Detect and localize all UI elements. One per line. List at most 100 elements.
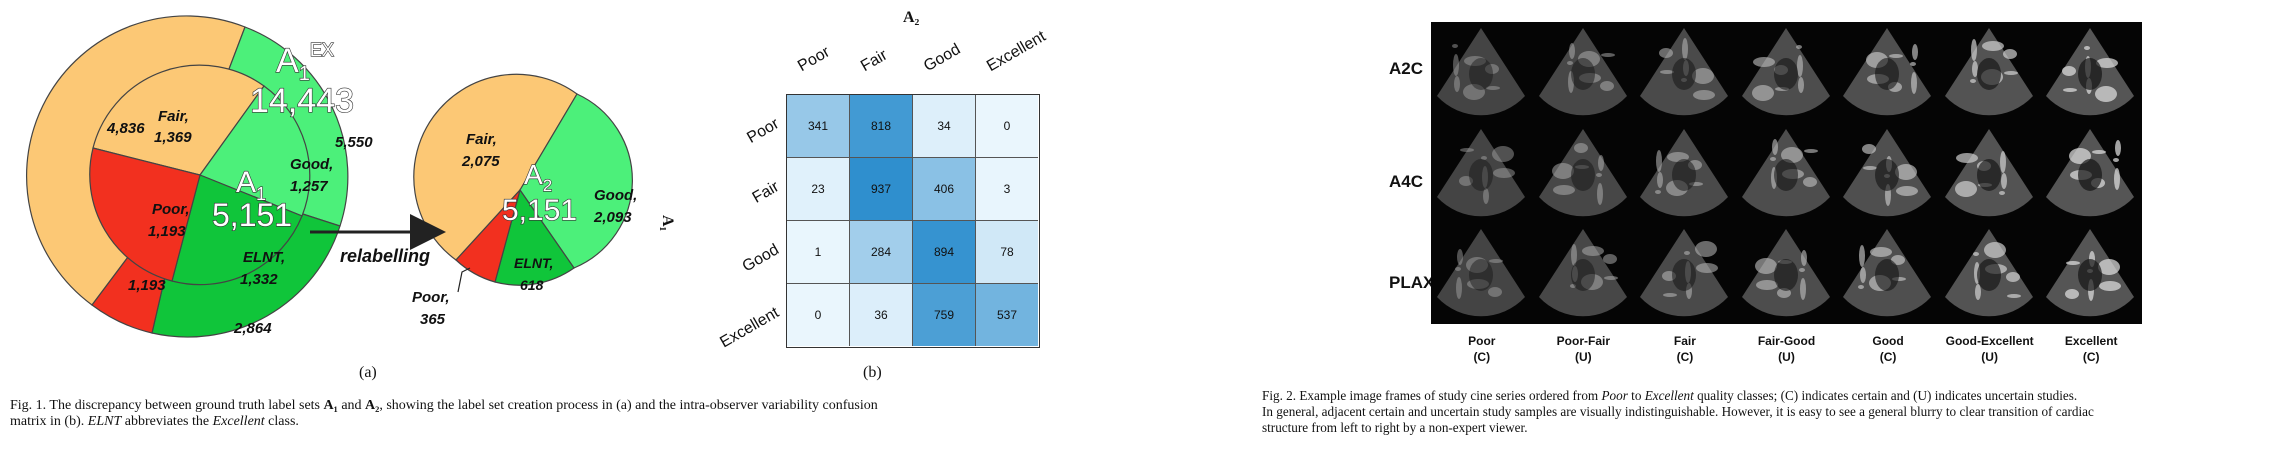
fig1a-diagram: A1EX 14,443 4,836 5,550 1,193 2,864 Fair… [26, 15, 637, 338]
inner-title: A1 [236, 166, 266, 204]
matrix-cell: 759 [913, 284, 976, 346]
echo-frame [1943, 127, 2036, 219]
fig2-column-label: Good (C) [1838, 333, 1938, 365]
fig2-column-name: Poor-Fair [1556, 334, 1611, 348]
echo-frame [1740, 227, 1833, 319]
right-elnt-label: ELNT, [514, 255, 553, 271]
inner-poor-label: Poor, [152, 201, 190, 218]
inner-circle [89, 64, 311, 286]
fig2-column-label: Poor-Fair (U) [1533, 333, 1633, 365]
matrix-cell: 341 [787, 95, 850, 158]
matrix-col-label: Poor [795, 43, 833, 76]
echo-frame [1537, 26, 1630, 118]
right-total: 5,151 [502, 194, 577, 227]
fig2-column-tag: (U) [1981, 350, 1998, 364]
right-fair-label: Fair, [466, 131, 497, 148]
right-elnt-count: 618 [520, 277, 544, 293]
echo-frame [1740, 26, 1833, 118]
matrix-cell: 937 [850, 158, 913, 221]
matrix-cell: 36 [850, 284, 913, 346]
right-poor-label: Poor, [412, 289, 450, 306]
fig2-column-name: Fair-Good [1757, 334, 1816, 348]
relabelling-label: relabelling [340, 246, 430, 266]
outer-bottom-count: 2,864 [233, 320, 272, 337]
inner-good-count: 1,257 [290, 178, 328, 195]
echo-frame [1537, 227, 1630, 319]
inner-poor-count: 1,193 [148, 223, 186, 240]
fig2-column-tag: (C) [1879, 350, 1897, 364]
right-good-sector [519, 93, 633, 269]
subcaption-a: (a) [359, 364, 377, 381]
fig2-column-label: Poor (C) [1432, 333, 1532, 365]
subcaption-b: (b) [863, 364, 882, 381]
echo-frame [1841, 127, 1934, 219]
fig2-column-name: Good [1872, 334, 1904, 348]
fig2-column-label: Excellent (C) [2041, 333, 2141, 365]
fig2-column-tag: (C) [2082, 350, 2100, 364]
fig2-column-tag: (C) [1473, 350, 1491, 364]
fig2-column-name: Good-Excellent [1945, 334, 2034, 348]
right-title: A2 [524, 159, 552, 195]
right-poor-sector [455, 189, 521, 283]
right-circle [413, 73, 633, 286]
inner-fair-count: 1,369 [154, 129, 192, 146]
matrix-cell: 3 [976, 158, 1038, 221]
outer-right-count: 5,550 [335, 134, 373, 151]
fig2-column-label: Fair-Good (U) [1737, 333, 1837, 365]
outer-bottom-left-count: 1,193 [128, 277, 166, 294]
right-good-label: Good, [594, 187, 637, 204]
echo-frame [1841, 26, 1934, 118]
echo-frame [1435, 227, 1528, 319]
fig2-column-tag: (U) [1575, 350, 1592, 364]
fig2-column-tag: (C) [1676, 350, 1694, 364]
echo-image-grid [1431, 22, 2142, 324]
inner-elnt-label: ELNT, [243, 249, 285, 266]
echo-frame [1638, 26, 1731, 118]
matrix-col-label: Good [921, 40, 964, 76]
right-fair-count: 2,075 [461, 153, 500, 170]
inner-good-sector [199, 85, 311, 217]
echo-frame [1638, 127, 1731, 219]
echo-frame [2044, 26, 2137, 118]
matrix-col-label: Excellent [984, 27, 1049, 76]
matrix-col-label: Fair [858, 46, 891, 76]
figure1-caption: Fig. 1. The discrepancy between ground t… [10, 398, 878, 429]
matrix-cell: 284 [850, 221, 913, 284]
inner-total: 5,151 [212, 197, 292, 233]
fig2-column-label: Good-Excellent (U) [1940, 333, 2040, 365]
inner-elnt-sector [171, 174, 303, 286]
fig2-column-name: Excellent [2064, 334, 2118, 348]
inner-poor-sector [89, 147, 201, 282]
echo-frame [1841, 227, 1934, 319]
echo-frame [1435, 26, 1528, 118]
fig2-column-tag: (U) [1778, 350, 1795, 364]
matrix-cell: 78 [976, 221, 1038, 284]
echo-frame [1943, 227, 2036, 319]
fig2-row-label-a4c: A4C [1389, 172, 1424, 191]
outer-total: 14,443 [250, 82, 354, 120]
outer-title: A1EX [276, 40, 334, 85]
matrix-cell: 818 [850, 95, 913, 158]
right-good-count: 2,093 [593, 209, 632, 226]
right-poor-count: 365 [420, 311, 446, 328]
echo-frame [1740, 127, 1833, 219]
matrix-cell: 1 [787, 221, 850, 284]
fig2-row-label-plax: PLAX [1389, 273, 1435, 292]
matrix-cell: 894 [913, 221, 976, 284]
inner-elnt-count: 1,332 [240, 271, 278, 288]
inner-good-label: Good, [290, 156, 333, 173]
echo-frame [1435, 127, 1528, 219]
right-elnt-sector [494, 188, 575, 286]
echo-frame [1537, 127, 1630, 219]
fig2-column-name: Poor [1468, 334, 1496, 348]
fig2-column-name: Fair [1673, 334, 1696, 348]
outer-left-count: 4,836 [106, 120, 145, 137]
matrix-cell: 0 [787, 284, 850, 346]
poor-leader-line [457, 267, 471, 293]
inner-fair-label: Fair, [158, 108, 189, 125]
matrix-cell: 406 [913, 158, 976, 221]
figure2-caption: Fig. 2. Example image frames of study ci… [1262, 388, 2094, 435]
echo-frame [1943, 26, 2036, 118]
matrix-cell: 23 [787, 158, 850, 221]
